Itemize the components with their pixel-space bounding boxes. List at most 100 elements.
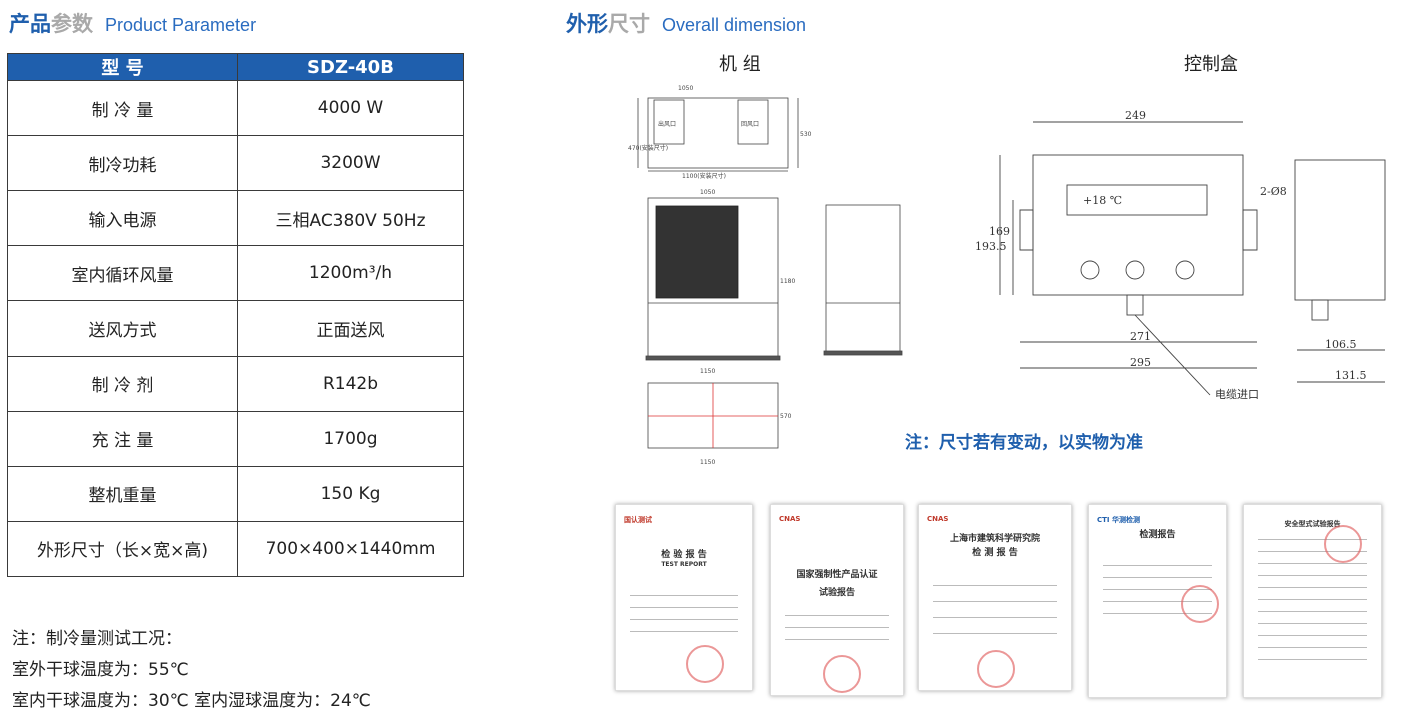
cert-subtitle: 试验报告: [818, 588, 855, 598]
seal-icon: [977, 650, 1015, 688]
outlet-label: 出风口: [658, 120, 676, 128]
cert-title: 国家强制性产品认证: [796, 570, 878, 580]
dim-w1100: 1100(安装尺寸): [682, 172, 726, 180]
cable-gland: [1126, 294, 1144, 316]
table-header-row: 型 号 SDZ-40B: [7, 53, 464, 81]
note-line-3: 室内干球温度为：30℃ 室内湿球温度为：24℃: [12, 691, 371, 711]
table-row: 送风方式正面送风: [7, 300, 464, 357]
param-name: 制冷功耗: [7, 135, 238, 192]
heading-light: 尺寸: [608, 12, 650, 36]
cert-title: 检 验 报 告: [661, 550, 707, 560]
dim-h570: 570: [780, 413, 792, 420]
cert-logo: CTI 华测检测: [1097, 516, 1140, 524]
param-name: 外形尺寸（长×宽×高): [7, 520, 238, 578]
dimension-note: 注：尺寸若有变动，以实物为准: [905, 433, 1143, 453]
cert-title: 安全型式试验报告: [1284, 520, 1341, 528]
dim-h470: 470(安装尺寸): [628, 144, 668, 152]
cert-title: 上海市建筑科学研究院: [949, 534, 1040, 544]
param-name: 制 冷 量: [7, 79, 238, 137]
condenser-grille: [655, 205, 739, 299]
param-value: 正面送风: [237, 300, 464, 357]
knob-right: [1175, 260, 1195, 280]
param-value: R142b: [237, 355, 464, 412]
inlet-label: 回风口: [741, 121, 759, 128]
cable-entry-label: 电缆进口: [1215, 388, 1259, 401]
dim-193-5: 193.5: [975, 240, 1007, 253]
control-box-side: [1294, 159, 1386, 301]
unit-drawings: 1050 1100(安装尺寸) 530 470(安装尺寸) 出风口 回风口 10…: [628, 85, 812, 466]
header-cell: 型 号: [7, 53, 238, 81]
control-box-drawing: 249 271 295 193.5 169 106.5 131.5 2-Ø8 电…: [975, 110, 1386, 401]
dim-w1050b: 1050: [700, 189, 715, 196]
inlet-duct: [737, 99, 769, 145]
dim-131-5: 131.5: [1335, 369, 1367, 382]
cert-logo: CNAS: [927, 515, 949, 523]
outlet-duct: [653, 99, 685, 145]
dim-249: 249: [1125, 110, 1146, 122]
overall-dimension-heading: 外形 尺寸 Overall dimension: [566, 8, 806, 38]
knob-left: [1080, 260, 1100, 280]
cert-subtitle: TEST REPORT: [661, 561, 707, 568]
heading-en: Overall dimension: [662, 15, 807, 35]
param-name: 送风方式: [7, 300, 238, 357]
heading-en: Product Parameter: [105, 15, 257, 35]
param-value: 3200W: [237, 135, 464, 192]
dim-271: 271: [1130, 330, 1151, 343]
dim-w1050a: 1050: [678, 85, 693, 92]
param-value: 700×400×1440mm: [237, 520, 464, 578]
seal-icon: [1181, 585, 1219, 623]
unit-label: 机 组: [719, 54, 761, 75]
param-value: 4000 W: [237, 79, 464, 137]
dim-h1180: 1180: [780, 278, 795, 285]
cert-logo: CNAS: [779, 515, 801, 523]
param-name: 室内循环风量: [7, 245, 238, 302]
table-row: 输入电源三相AC380V 50Hz: [7, 190, 464, 247]
dim-295: 295: [1130, 356, 1151, 369]
param-name: 输入电源: [7, 190, 238, 247]
display-panel: [1066, 184, 1208, 216]
display-readout: +18 ℃: [1083, 194, 1122, 207]
heading-light: 参数: [51, 12, 93, 36]
param-value: 1200m³/h: [237, 245, 464, 302]
header-cell: SDZ-40B: [237, 53, 464, 81]
param-name: 制 冷 剂: [7, 355, 238, 412]
seal-icon: [686, 645, 724, 683]
param-name: 充 注 量: [7, 410, 238, 467]
certificate-5: 安全型式试验报告: [1243, 504, 1382, 698]
param-value: 150 Kg: [237, 465, 464, 522]
heading-strong: 产品: [9, 12, 51, 36]
dim-h530: 530: [800, 131, 812, 138]
cert-subtitle: 检 测 报 告: [972, 548, 1018, 558]
dim-w1150b: 1150: [700, 459, 715, 466]
param-value: 1700g: [237, 410, 464, 467]
param-name: 整机重量: [7, 465, 238, 522]
seal-icon: [1324, 525, 1362, 563]
note-line-2: 室外干球温度为：55℃: [12, 660, 189, 680]
heading-strong: 外形: [566, 12, 608, 36]
certificate-1: 国认测试 检 验 报 告 TEST REPORT: [615, 504, 753, 691]
control-box-label: 控制盒: [1184, 54, 1238, 75]
unit-side-view: [823, 204, 903, 356]
seal-icon: [823, 655, 861, 693]
certificate-3: CNAS 上海市建筑科学研究院 检 测 报 告: [918, 504, 1072, 691]
product-parameter-heading: 产品 参数 Product Parameter: [9, 8, 256, 38]
dim-169: 169: [989, 225, 1010, 238]
certificate-2: CNAS 国家强制性产品认证 试验报告: [770, 504, 904, 696]
param-value: 三相AC380V 50Hz: [237, 190, 464, 247]
knob-middle: [1125, 260, 1145, 280]
certificate-4: CTI 华测检测 检测报告: [1088, 504, 1227, 698]
control-box-front: [1032, 154, 1244, 296]
dim-holes: 2-Ø8: [1260, 185, 1287, 198]
cert-logo: 国认测试: [624, 516, 652, 524]
cert-title: 检测报告: [1139, 530, 1176, 540]
dim-106-5: 106.5: [1325, 338, 1357, 351]
note-line-1: 注：制冷量测试工况：: [12, 629, 182, 649]
dim-w1150a: 1150: [700, 368, 715, 375]
